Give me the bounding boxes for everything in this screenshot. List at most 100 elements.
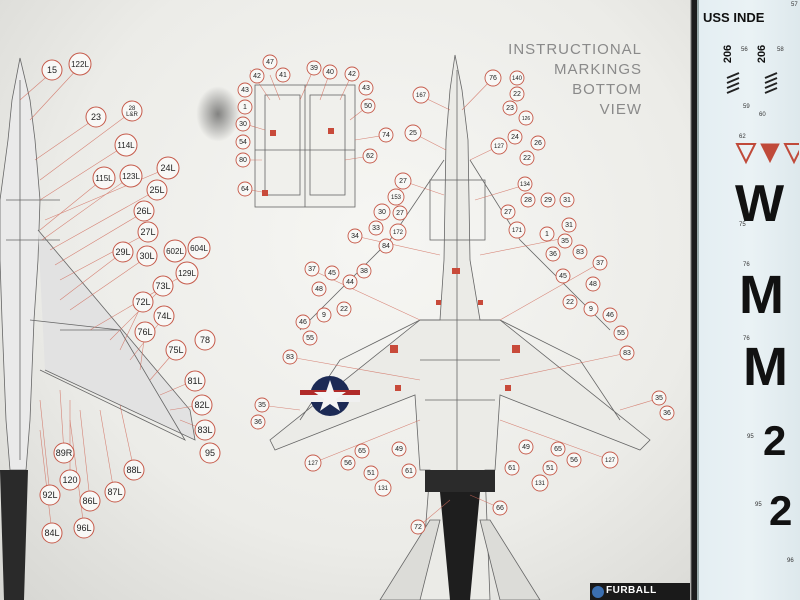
callout: 131 <box>531 474 549 492</box>
callout: 9 <box>583 301 599 317</box>
callout: 15 <box>41 59 63 81</box>
decal-number: 62 <box>739 134 746 140</box>
callout: 81L <box>184 370 206 392</box>
callout-label: 56 <box>570 457 578 464</box>
callout: 44 <box>342 274 358 290</box>
callout: 45 <box>555 268 571 284</box>
callout-label: 28 <box>524 197 532 204</box>
callout: 1 <box>539 226 555 242</box>
callout-label: 22 <box>513 91 521 98</box>
callout: 171 <box>508 221 526 239</box>
callout: 127 <box>601 451 619 469</box>
callout-label: 35 <box>561 238 569 245</box>
callout: 83 <box>572 244 588 260</box>
decal-number: 75 <box>739 222 746 228</box>
left-aircraft <box>0 57 196 600</box>
callout-label: 38 <box>360 268 368 275</box>
callout: 73L <box>152 275 174 297</box>
callout: 66 <box>492 500 508 516</box>
callout-label: 88L <box>126 465 141 475</box>
decal-number: 58 <box>777 47 784 53</box>
callout-label: 55 <box>617 330 625 337</box>
callout-label: 49 <box>522 444 530 451</box>
callout: 78 <box>194 329 216 351</box>
callout-label: 84L <box>44 528 59 538</box>
callout-label: 74 <box>382 132 390 139</box>
callout: 42 <box>344 66 360 82</box>
callout-label: 26L <box>136 206 151 216</box>
callout-label: 23 <box>506 105 514 112</box>
callout: 46 <box>295 314 311 330</box>
callout: 123L <box>119 164 143 188</box>
callout-label: 36 <box>663 410 671 417</box>
callout-label: 76L <box>137 327 152 337</box>
callout-label: 51 <box>546 465 554 472</box>
right-callouts: 76 140 167 22 23 126 25 127 24 26 22 27 … <box>250 69 675 535</box>
callout-label: 37 <box>308 266 316 273</box>
callout-label: 115L <box>95 174 113 183</box>
callout: 95 <box>199 442 221 464</box>
callout-label: 61 <box>508 465 516 472</box>
leader-lines <box>19 65 661 534</box>
aircraft-drawing: 15 122L 23 28L&R 114L 24L 115L 123L 25L … <box>0 52 675 600</box>
callout: 36 <box>545 246 561 262</box>
callout-label: 74L <box>156 311 171 321</box>
callout-label: 167 <box>416 93 427 99</box>
callout: 50 <box>360 98 376 114</box>
callout: 56 <box>340 455 356 471</box>
callout-label: 25L <box>149 185 164 195</box>
decal-number: 95 <box>755 502 762 508</box>
callout: 47 <box>262 54 278 70</box>
callout-label: 27 <box>399 178 407 185</box>
callout-label: 31 <box>563 197 571 204</box>
callout-label: 126 <box>522 116 531 122</box>
callout: 72 <box>410 519 426 535</box>
callout-label: 22 <box>566 299 574 306</box>
callout-label: 602L <box>166 247 184 256</box>
decal-ship-name: USS INDE <box>703 10 765 25</box>
callout: 602L <box>163 239 187 263</box>
callout: 83 <box>619 345 635 361</box>
callout: 25L <box>146 179 168 201</box>
decal-warning-triangles <box>735 143 799 165</box>
callout-label: 82L <box>194 400 209 410</box>
decal-number: 76 <box>743 336 750 342</box>
callout-label: 31 <box>565 222 573 229</box>
callout-label: 45 <box>328 270 336 277</box>
callout-label: 83L <box>197 425 212 435</box>
title-line: INSTRUCTIONAL <box>508 41 642 58</box>
callout-label: 114L <box>117 141 135 150</box>
sheet-title: INSTRUCTIONAL MARKINGS BOTTOM VIEW <box>508 40 642 120</box>
callout: 92L <box>39 484 61 506</box>
callout: 36 <box>659 405 675 421</box>
callout: 35 <box>254 397 270 413</box>
callout-label: 27L <box>140 227 155 237</box>
callout-label: 66 <box>496 505 504 512</box>
callout: 35 <box>651 390 667 406</box>
callout-label: 55 <box>306 335 314 342</box>
callout: 83 <box>282 349 298 365</box>
callout: 46 <box>602 307 618 323</box>
callout: 26 <box>530 135 546 151</box>
callout-label: 83 <box>623 350 631 357</box>
right-aircraft <box>269 54 651 600</box>
callout: 65 <box>354 443 370 459</box>
callout: 167 <box>412 86 430 104</box>
decal-number: 57 <box>791 2 798 8</box>
callout-label: 76 <box>489 75 497 82</box>
callout-label: 39 <box>310 65 318 72</box>
decal-number: 95 <box>747 434 754 440</box>
callout-label: 131 <box>378 486 389 492</box>
callout: 30L <box>136 245 158 267</box>
callout: 31 <box>561 217 577 233</box>
callout-label: 47 <box>266 59 274 66</box>
callout: 24 <box>507 129 523 145</box>
callout: 41 <box>275 67 291 83</box>
callout-label: 134 <box>520 182 531 188</box>
callout: 55 <box>302 330 318 346</box>
callout: 39 <box>306 60 322 76</box>
callout-label: 96L <box>76 523 91 533</box>
callout: 27L <box>137 221 159 243</box>
